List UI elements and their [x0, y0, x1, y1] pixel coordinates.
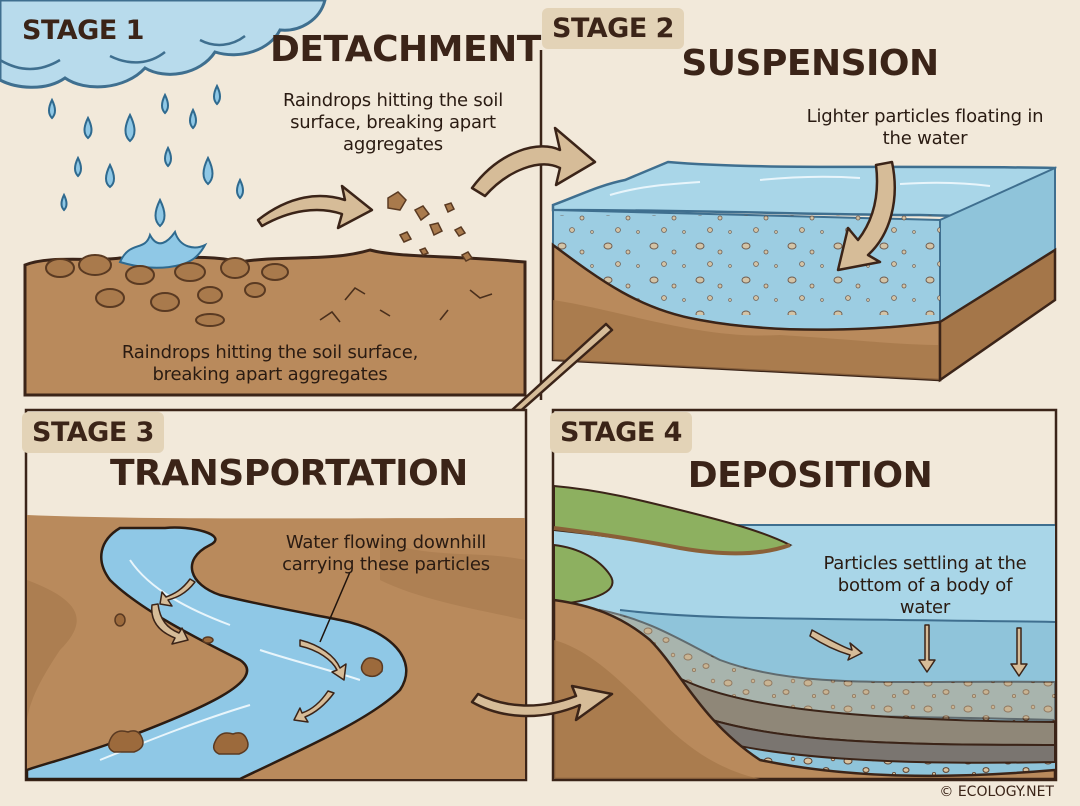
- stage3-description: Water flowing downhill carrying these pa…: [282, 532, 490, 575]
- stage2-tag: STAGE 2: [542, 8, 684, 49]
- stage3-illustration: [24, 408, 528, 782]
- stage4-illustration: [551, 408, 1058, 782]
- stage3-tag: STAGE 3: [22, 412, 164, 453]
- raindrop-icons: [48, 83, 244, 228]
- rain-cloud: [0, 0, 327, 89]
- arrow-suspension-pointer: [836, 160, 896, 272]
- stage1-title: DETACHMENT: [270, 29, 541, 70]
- stage2-description: Lighter particles floating in the water: [806, 106, 1044, 149]
- stage4-title: DEPOSITION: [687, 455, 933, 496]
- stage1-illustration: [0, 0, 527, 397]
- stage1-description-top: Raindrops hitting the soil surface, brea…: [282, 90, 504, 155]
- land-slope: [552, 598, 1057, 781]
- stage1-description-bottom: Raindrops hitting the soil surface, brea…: [121, 342, 419, 385]
- copyright-notice: © ECOLOGY.NET: [939, 784, 1054, 800]
- stage4-tag: STAGE 4: [550, 412, 692, 453]
- stage2-illustration: [551, 160, 1057, 383]
- stage1-tag: STAGE 1: [22, 15, 144, 46]
- stage3-title: TRANSPORTATION: [110, 453, 468, 494]
- arrow-stage1-to-stage2: [470, 126, 597, 198]
- arrow-raindrops-to-fragments: [256, 184, 374, 230]
- arrow-stage3-to-stage4: [470, 684, 614, 722]
- river: [25, 526, 408, 781]
- stage4-description: Particles settling at the bottom of a bo…: [823, 553, 1027, 618]
- stage2-title: SUSPENSION: [681, 43, 939, 84]
- water-splash: [118, 229, 208, 269]
